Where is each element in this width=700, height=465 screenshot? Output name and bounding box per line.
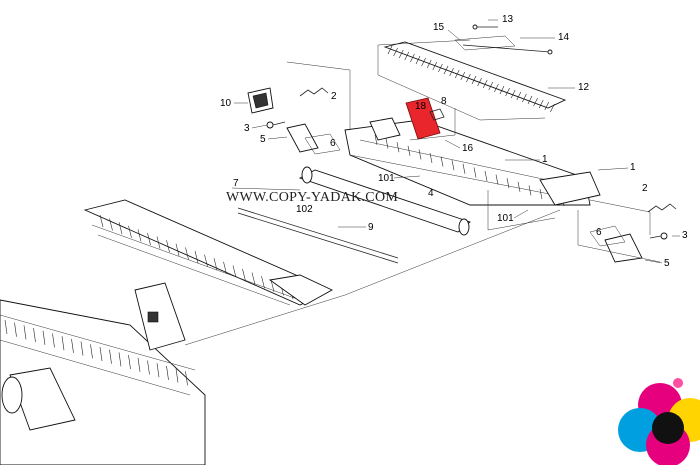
callout-9: 9 xyxy=(368,222,374,233)
callout-3-lower: 3 xyxy=(682,230,688,241)
callout-8: 8 xyxy=(441,96,447,107)
part-18-highlighted xyxy=(405,97,441,140)
callout-18: 18 xyxy=(415,101,427,112)
callout-1-right: 1 xyxy=(630,162,636,173)
callout-12: 12 xyxy=(578,82,590,93)
part-13-pin xyxy=(472,24,498,30)
brand-logo xyxy=(618,378,700,465)
part-6-pad-upper xyxy=(304,133,341,155)
part-8-clip xyxy=(429,108,445,121)
callout-101-upper: 101 xyxy=(378,173,395,184)
part-1-main-frame xyxy=(344,117,601,207)
callout-7: 7 xyxy=(233,178,239,189)
callout-1-top: 1 xyxy=(542,154,548,165)
fuser-unit-assembly xyxy=(83,199,333,306)
part-3-screw-lower xyxy=(649,232,668,240)
callout-2-lower: 2 xyxy=(642,183,648,194)
callout-15: 15 xyxy=(433,22,445,33)
callout-6-upper: 6 xyxy=(330,138,336,149)
callout-101-lower: 101 xyxy=(497,213,514,224)
machine-base-frame xyxy=(0,282,206,465)
callout-10: 10 xyxy=(220,98,232,109)
part-6-pad-lower xyxy=(589,225,626,247)
callout-5-upper: 5 xyxy=(260,134,266,145)
part-14-shaft xyxy=(462,44,553,55)
part-10-bracket xyxy=(247,87,274,114)
callout-102: 102 xyxy=(296,204,313,215)
part-2-spring-lower xyxy=(647,203,677,213)
callout-16: 16 xyxy=(462,143,474,154)
callout-4: 4 xyxy=(428,188,434,199)
part-3-screw-upper xyxy=(266,121,286,129)
callout-13: 13 xyxy=(502,14,514,25)
part-9-bar xyxy=(237,207,399,264)
part-15-plate xyxy=(454,35,516,51)
callout-3-upper: 3 xyxy=(244,123,250,134)
part-5-holder-upper xyxy=(286,123,319,153)
callout-6-lower: 6 xyxy=(596,227,602,238)
callout-5-lower: 5 xyxy=(664,258,670,269)
part-4-roller xyxy=(298,166,471,236)
callout-2-upper: 2 xyxy=(331,91,337,102)
part-2-spring-upper xyxy=(299,87,329,97)
watermark-text: WWW.COPY-YADAK.COM xyxy=(226,190,398,205)
part-5-holder-lower xyxy=(604,233,643,263)
callout-14: 14 xyxy=(558,32,570,43)
